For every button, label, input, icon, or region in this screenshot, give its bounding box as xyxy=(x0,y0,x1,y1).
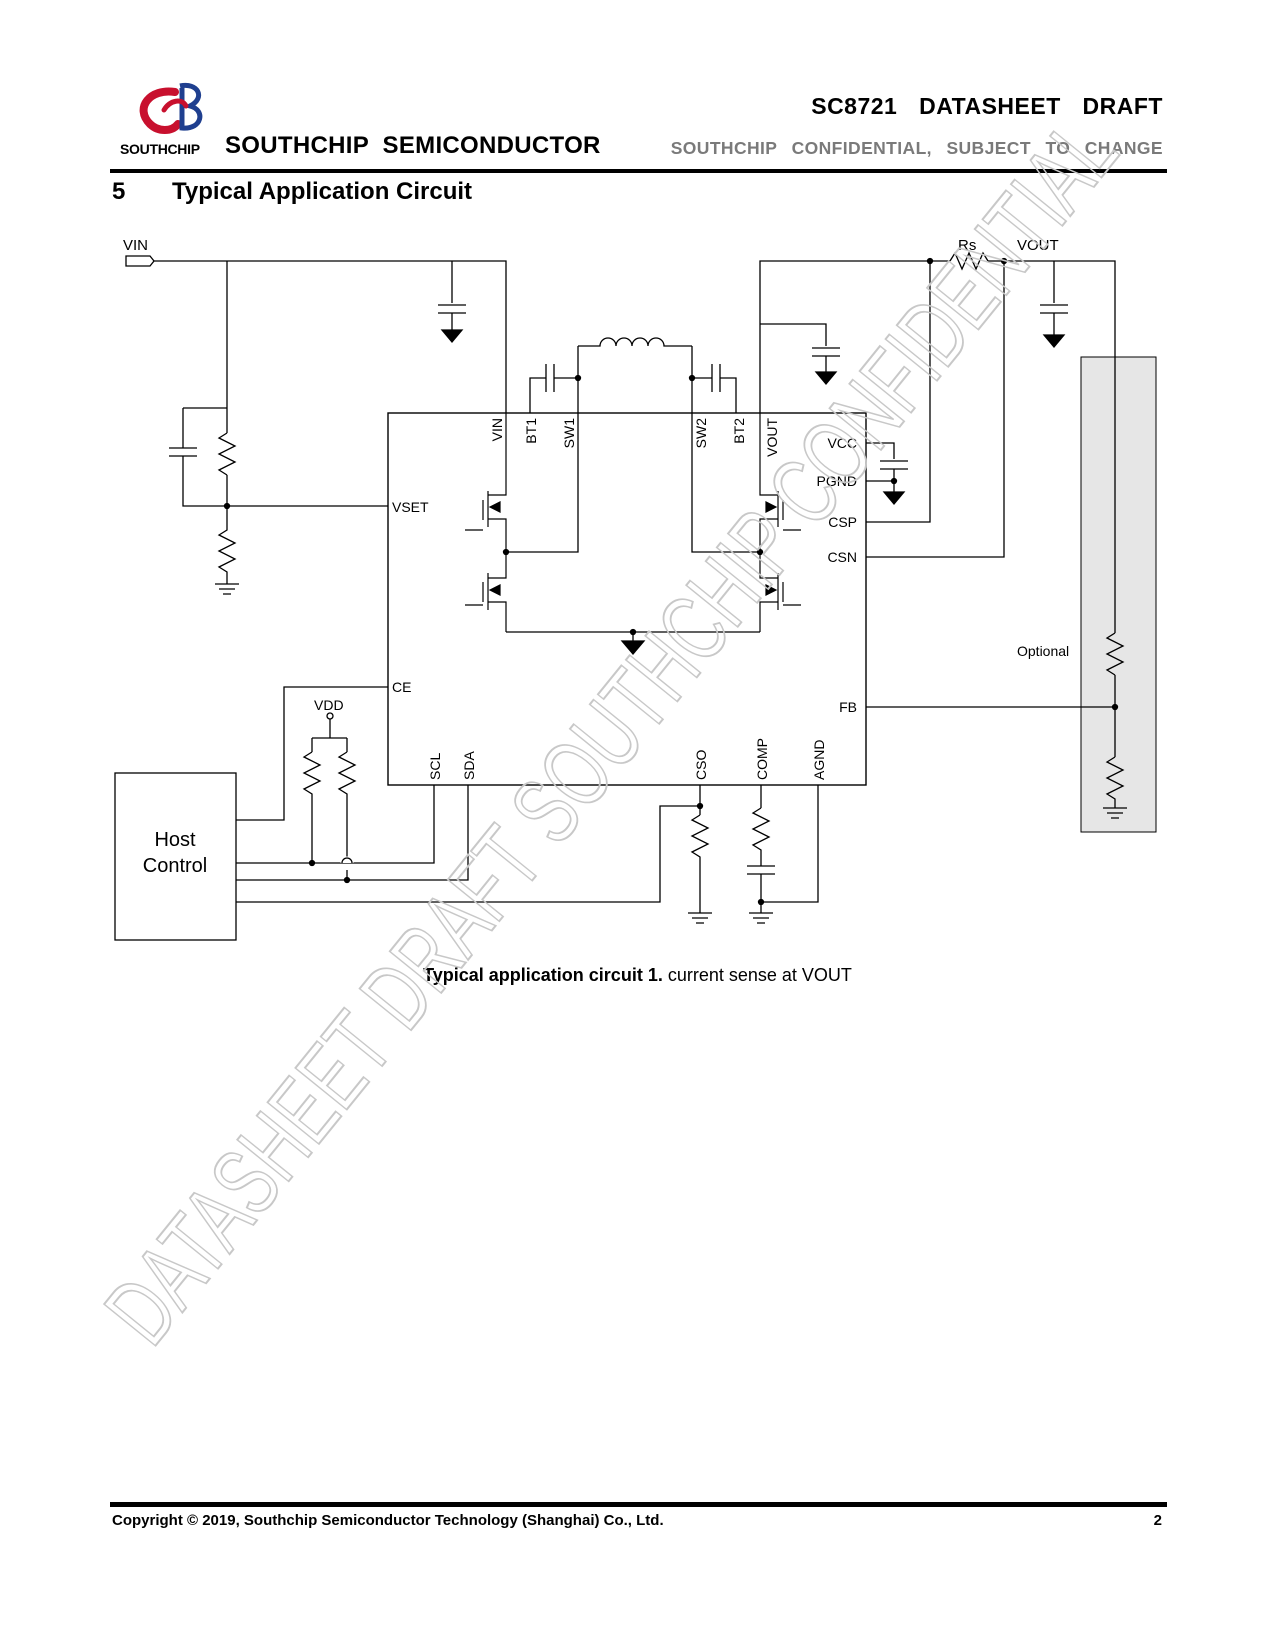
pin-agnd: AGND xyxy=(811,740,827,780)
mosfet-left-low xyxy=(465,552,507,632)
pin-vset: VSET xyxy=(392,499,429,515)
pin-csp: CSP xyxy=(828,514,857,530)
pin-comp: COMP xyxy=(754,738,770,780)
application-circuit-schematic: VIN Rs VOUT Optional VDD VSET CE VCC PGN… xyxy=(114,237,1157,941)
host-label-line1: Host xyxy=(154,829,196,851)
host-label-line2: Control xyxy=(143,855,207,877)
pin-csn: CSN xyxy=(827,549,857,565)
brand-name: SOUTHCHIP SEMICONDUCTOR xyxy=(225,132,601,159)
copyright-text: Copyright © 2019, Southchip Semiconducto… xyxy=(112,1512,664,1529)
host-control-box xyxy=(114,772,237,941)
pin-cso: CSO xyxy=(693,750,709,780)
optional-divider-box xyxy=(1080,356,1157,833)
southchip-logo-icon xyxy=(139,82,203,134)
ic-body xyxy=(387,412,867,786)
confidential-notice: SOUTHCHIP CONFIDENTIAL, SUBJECT TO CHANG… xyxy=(670,138,1163,158)
document-title: SC8721 DATASHEET DRAFT xyxy=(811,93,1163,119)
caption-bold: Typical application circuit 1. xyxy=(423,965,663,985)
pin-scl: SCL xyxy=(427,753,443,780)
mosfet-right-low xyxy=(759,552,801,632)
pin-sw1: SW1 xyxy=(561,418,577,449)
label-optional: Optional xyxy=(1017,643,1069,659)
pin-sw2: SW2 xyxy=(693,418,709,449)
pin-vcc: VCC xyxy=(827,435,857,451)
brand-small-text: SOUTHCHIP xyxy=(120,141,200,157)
header-divider xyxy=(110,169,1167,173)
pin-vin: VIN xyxy=(489,418,505,441)
pin-pgnd: PGND xyxy=(817,473,857,489)
mosfet-right-high xyxy=(759,413,801,552)
label-vout-net: VOUT xyxy=(1017,237,1059,254)
pin-bt1: BT1 xyxy=(523,418,539,444)
label-rs: Rs xyxy=(958,237,976,254)
pin-fb: FB xyxy=(839,699,857,715)
mosfet-left-high xyxy=(465,413,507,552)
pin-sda: SDA xyxy=(461,751,477,780)
label-vin-net: VIN xyxy=(123,237,148,254)
page-number: 2 xyxy=(1153,1512,1162,1529)
label-vdd: VDD xyxy=(314,697,344,713)
pin-bt2: BT2 xyxy=(731,418,747,444)
pin-vout: VOUT xyxy=(764,418,780,457)
footer-divider xyxy=(110,1502,1167,1507)
pin-ce: CE xyxy=(392,679,411,695)
caption-normal: current sense at VOUT xyxy=(662,965,852,985)
section-title: Typical Application Circuit xyxy=(172,178,473,205)
figure-caption: Typical application circuit 1. current s… xyxy=(0,965,1275,986)
section-number: 5 xyxy=(112,178,126,205)
